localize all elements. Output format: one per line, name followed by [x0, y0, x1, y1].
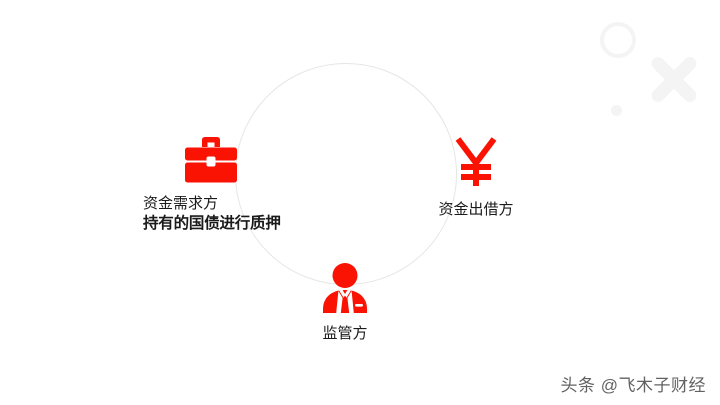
watermark-text: 头条 @飞木子财经 — [560, 376, 706, 395]
node-borrower-label-line1: 资金需求方 — [143, 195, 219, 212]
node-borrower[interactable]: 资金需求方 持有的国债进行质押 — [143, 136, 281, 233]
dot-decor-icon — [611, 105, 622, 116]
cross-decor-icon — [645, 50, 703, 108]
circle-outline-decor-icon — [600, 22, 636, 58]
node-regulator[interactable]: 监管方 — [305, 262, 385, 344]
node-borrower-label-line2: 持有的国债进行质押 — [143, 214, 281, 232]
briefcase-icon — [183, 136, 239, 189]
node-lender-label: 资金出借方 — [438, 201, 514, 218]
yuan-currency-icon — [453, 136, 499, 193]
person-in-suit-icon — [321, 262, 369, 319]
node-lender[interactable]: 资金出借方 — [424, 136, 528, 220]
node-regulator-label: 监管方 — [322, 325, 368, 342]
